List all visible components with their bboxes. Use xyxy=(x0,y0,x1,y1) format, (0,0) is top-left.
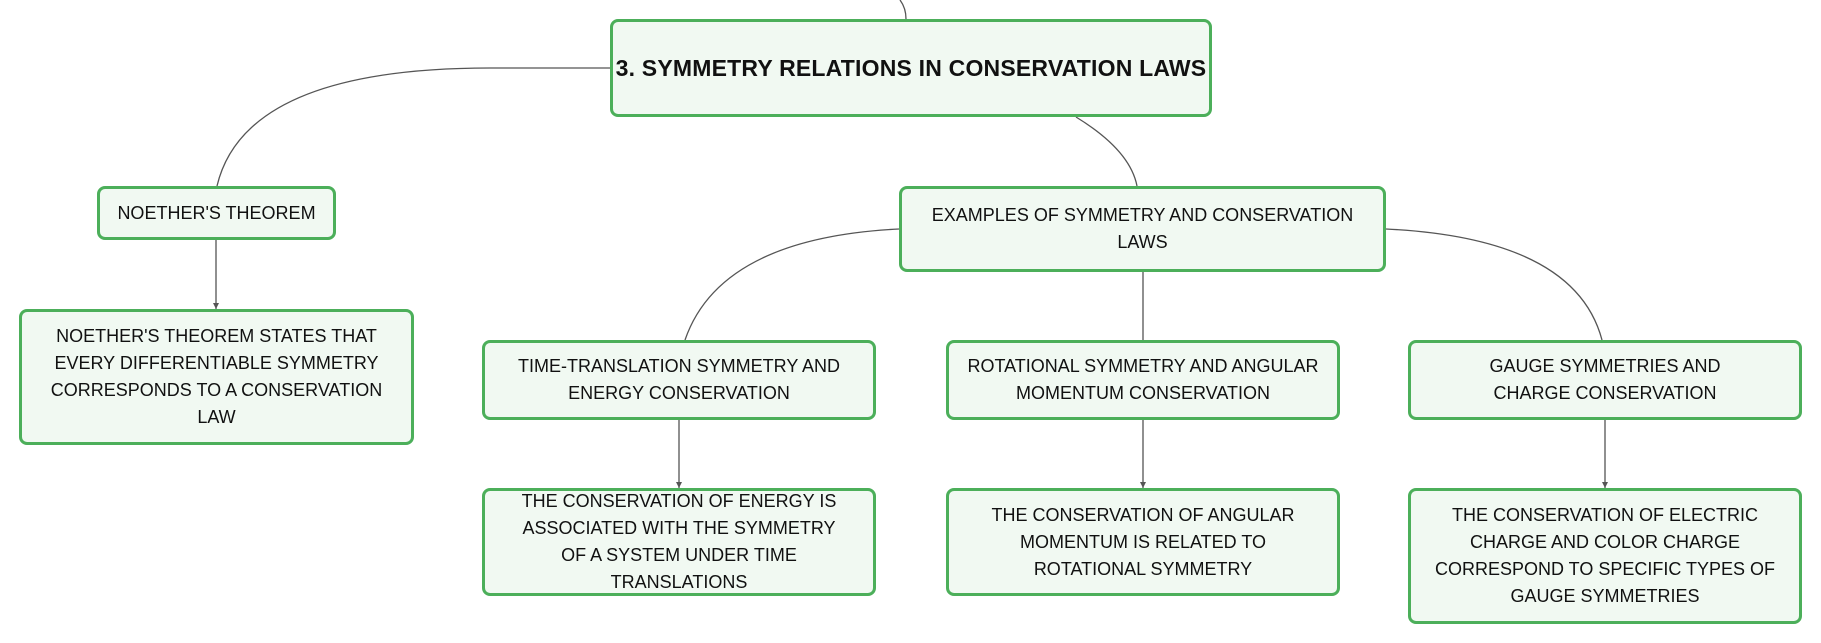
noether-theorem-detail-text: NOETHER'S THEOREM STATES THAT EVERY DIFF… xyxy=(50,326,383,427)
gauge-symmetries-label: GAUGE SYMMETRIES AND CHARGE CONSERVATION xyxy=(1489,356,1721,403)
gauge-symmetries-detail-node[interactable]: THE CONSERVATION OF ELECTRIC CHARGE AND … xyxy=(1408,488,1802,624)
arrowhead-icon xyxy=(213,303,219,309)
arrowhead-icon xyxy=(1602,482,1608,488)
time-translation-node[interactable]: TIME-TRANSLATION SYMMETRY AND ENERGY CON… xyxy=(482,340,876,420)
noether-theorem-detail-node[interactable]: NOETHER'S THEOREM STATES THAT EVERY DIFF… xyxy=(19,309,414,445)
rotational-symmetry-detail-text: THE CONSERVATION OF ANGULAR MOMENTUM IS … xyxy=(991,504,1295,579)
rotational-symmetry-detail-node[interactable]: THE CONSERVATION OF ANGULAR MOMENTUM IS … xyxy=(946,488,1340,596)
root-topic-node[interactable]: 3. SYMMETRY RELATIONS IN CONSERVATION LA… xyxy=(610,19,1212,117)
connector-root-to-examples xyxy=(1075,116,1138,187)
gauge-symmetries-detail-text: THE CONSERVATION OF ELECTRIC CHARGE AND … xyxy=(1434,505,1776,606)
noether-theorem-label: NOETHER'S THEOREM xyxy=(117,202,316,223)
rotational-symmetry-node[interactable]: ROTATIONAL SYMMETRY AND ANGULAR MOMENTUM… xyxy=(946,340,1340,420)
connector-examples-to-gauge xyxy=(1385,228,1603,341)
gauge-symmetries-node[interactable]: GAUGE SYMMETRIES AND CHARGE CONSERVATION xyxy=(1408,340,1802,420)
connector-examples-to-time xyxy=(684,228,900,341)
connector-root-to-noether xyxy=(216,67,610,187)
root-topic-label: 3. SYMMETRY RELATIONS IN CONSERVATION LA… xyxy=(615,54,1207,81)
connector-parent-to-root xyxy=(899,0,907,20)
time-translation-detail-node[interactable]: THE CONSERVATION OF ENERGY IS ASSOCIATED… xyxy=(482,488,876,596)
examples-node[interactable]: EXAMPLES OF SYMMETRY AND CONSERVATION LA… xyxy=(899,186,1386,272)
arrowhead-icon xyxy=(1140,482,1146,488)
time-translation-detail-text: THE CONSERVATION OF ENERGY IS ASSOCIATED… xyxy=(521,491,837,592)
noether-theorem-node[interactable]: NOETHER'S THEOREM xyxy=(97,186,336,240)
arrowhead-icon xyxy=(676,482,682,488)
time-translation-label: TIME-TRANSLATION SYMMETRY AND ENERGY CON… xyxy=(517,356,841,403)
examples-label: EXAMPLES OF SYMMETRY AND CONSERVATION LA… xyxy=(931,205,1354,252)
rotational-symmetry-label: ROTATIONAL SYMMETRY AND ANGULAR MOMENTUM… xyxy=(967,356,1319,403)
